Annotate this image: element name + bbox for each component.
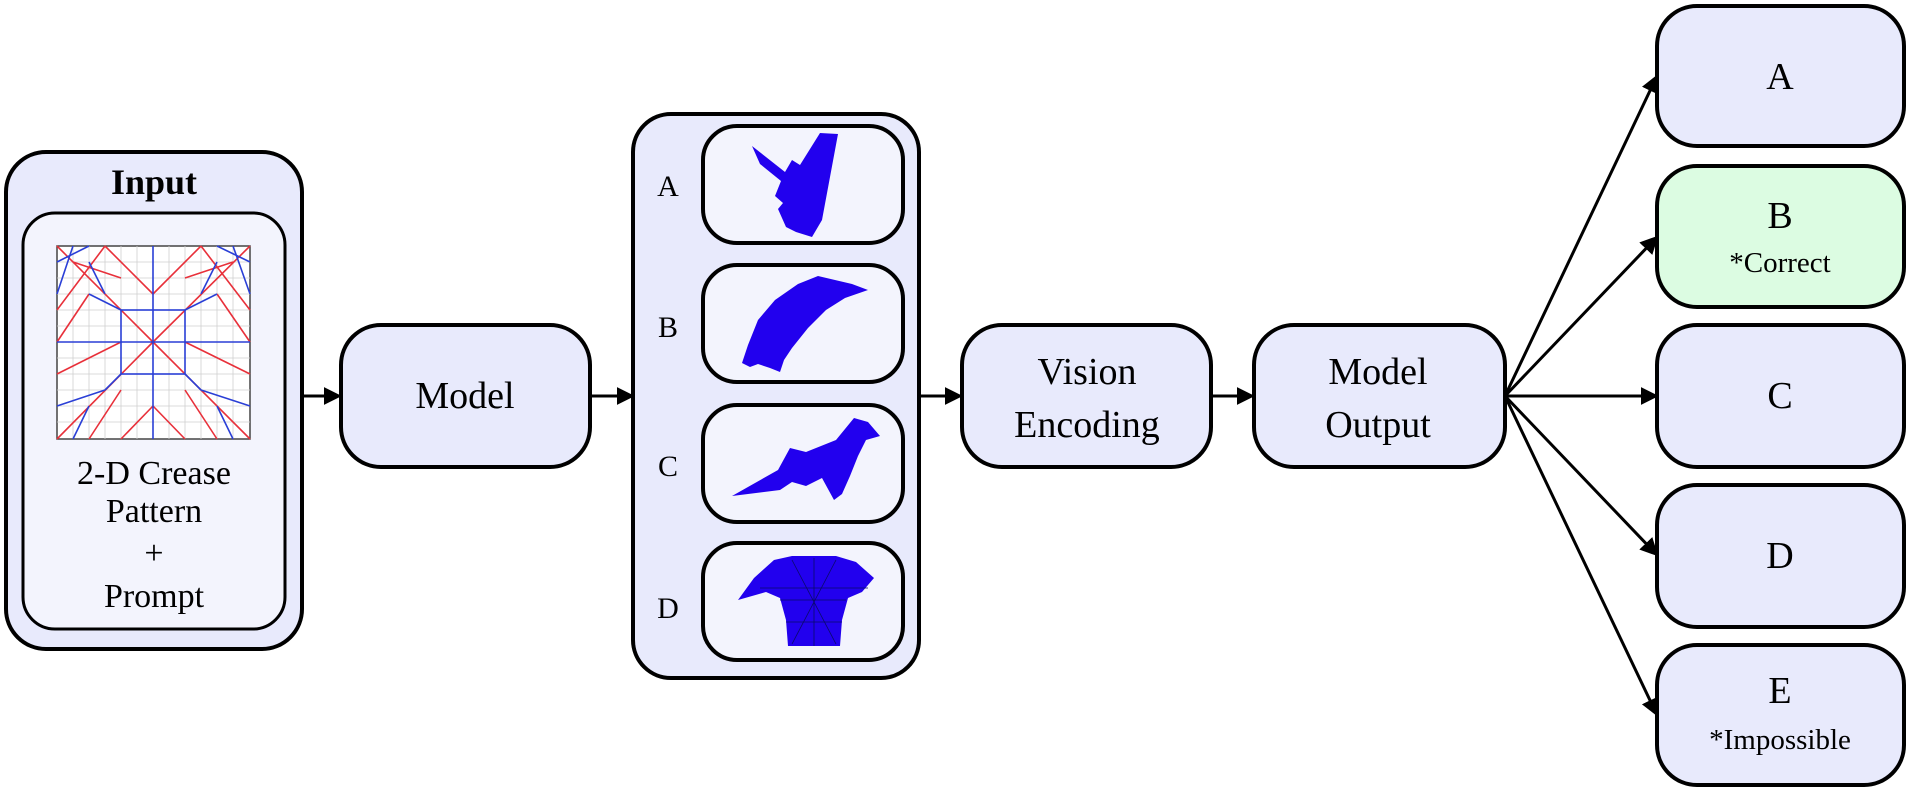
options-panel: A B C D xyxy=(631,112,921,680)
correct-note: *Correct xyxy=(1729,247,1830,279)
answer-b-box: B *Correct xyxy=(1655,164,1906,309)
shirt-crease-lines xyxy=(760,558,868,646)
option-letter: A xyxy=(657,170,679,203)
arrow-output-to-answer-d xyxy=(1503,394,1659,557)
option-c: C xyxy=(658,403,905,524)
input-caption-line: 2-D Crease xyxy=(77,455,231,492)
answer-letter: B xyxy=(1767,195,1792,237)
vision-encoding-label-line: Encoding xyxy=(1014,404,1160,446)
input-title: Input xyxy=(111,162,197,202)
input-caption-line: + xyxy=(144,535,163,572)
option-letter: B xyxy=(658,311,678,344)
option-b: B xyxy=(658,263,905,384)
arrow-output-to-answer-e xyxy=(1503,395,1659,717)
model-label: Model xyxy=(415,375,514,417)
impossible-note: *Impossible xyxy=(1709,724,1851,756)
animal-shape-icon xyxy=(742,276,868,372)
input-box: Input xyxy=(4,150,304,651)
vision-encoding-label-line: Vision xyxy=(1037,351,1136,393)
bird-shape-icon xyxy=(752,133,838,237)
option-d: D xyxy=(657,541,905,662)
connector-arrows xyxy=(302,74,1659,717)
answer-e-box: E *Impossible xyxy=(1655,643,1906,787)
shirt-shape-icon xyxy=(738,556,874,646)
model-output-label-line: Output xyxy=(1325,404,1431,446)
option-letter: D xyxy=(657,592,679,625)
arrow-output-to-answer-b xyxy=(1503,235,1659,398)
option-a: A xyxy=(657,124,905,245)
model-box: Model xyxy=(339,323,592,469)
vision-encoding-box: Vision Encoding xyxy=(960,323,1213,469)
option-letter: C xyxy=(658,450,678,483)
answer-a-box: A xyxy=(1655,4,1906,148)
model-output-label-line: Model xyxy=(1328,351,1427,393)
answer-letter: D xyxy=(1766,535,1793,577)
answer-letter: C xyxy=(1767,375,1792,417)
answer-c-box: C xyxy=(1655,323,1906,469)
input-caption-line: Pattern xyxy=(106,493,202,530)
model-output-box: Model Output xyxy=(1252,323,1507,469)
crease-pattern-image xyxy=(56,245,251,440)
answer-letter: A xyxy=(1766,56,1794,98)
arrow-output-to-answer-a xyxy=(1503,74,1659,397)
answer-d-box: D xyxy=(1655,483,1906,629)
input-caption-line: Prompt xyxy=(104,578,205,615)
answer-letter: E xyxy=(1768,670,1791,712)
dinosaur-shape-icon xyxy=(732,418,880,500)
